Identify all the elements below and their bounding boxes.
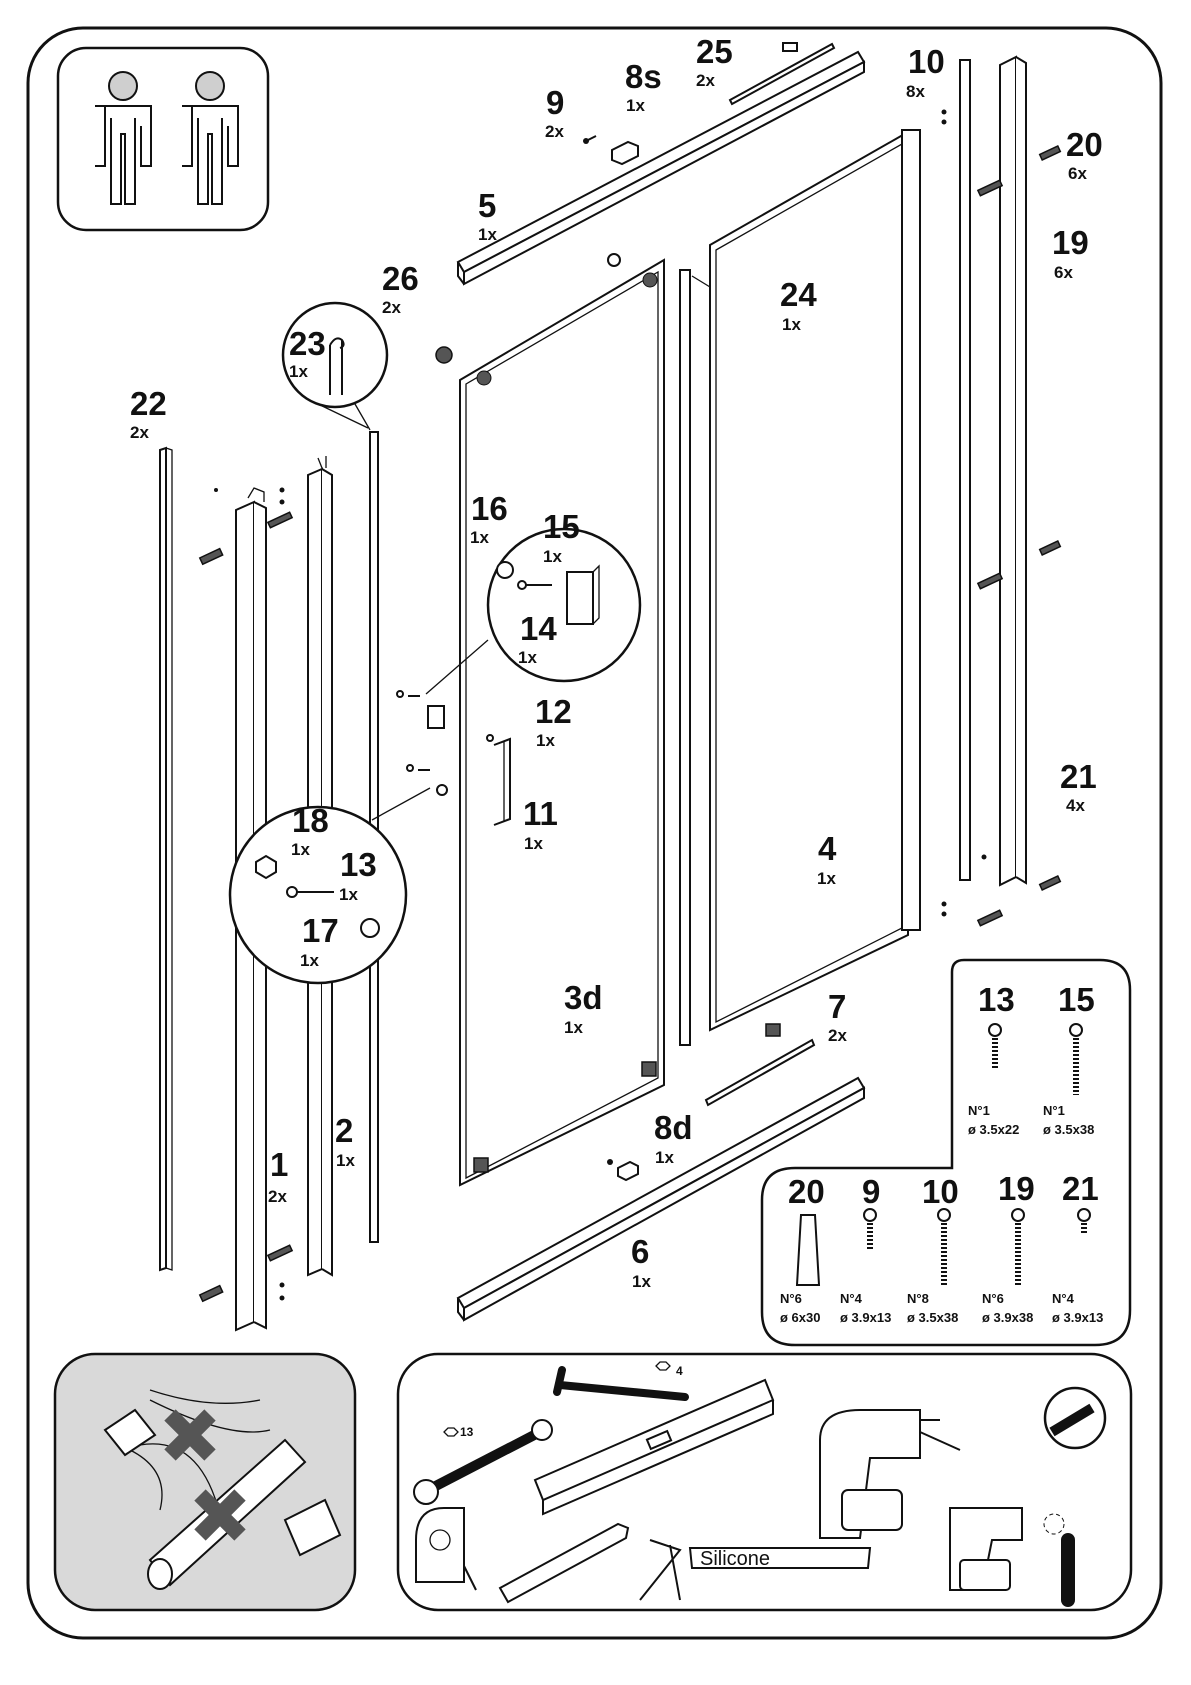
part-24-number: 24 xyxy=(780,276,817,313)
screw-13-number: 13 xyxy=(978,981,1015,1018)
silicone-label: Silicone xyxy=(700,1548,770,1570)
part-25-qty: 2x xyxy=(696,71,715,90)
part-15-number: 15 xyxy=(543,508,580,545)
screw-20-type: N°6 xyxy=(780,1291,802,1306)
part-6-number: 6 xyxy=(631,1233,649,1270)
part-8s-number: 8s xyxy=(625,58,662,95)
part-5-qty: 1x xyxy=(478,225,497,244)
part-7-number: 7 xyxy=(828,988,846,1025)
screw-19-size: ø 3.9x38 xyxy=(982,1310,1033,1325)
screw-19-number: 19 xyxy=(998,1170,1035,1207)
screw-9-number: 9 xyxy=(862,1173,880,1210)
part-17-qty: 1x xyxy=(300,951,319,970)
part-10-number: 10 xyxy=(908,43,945,80)
part-26-number: 26 xyxy=(382,260,419,297)
part-1-qty: 2x xyxy=(268,1187,287,1206)
part-8d-number: 8d xyxy=(654,1109,693,1146)
part-23-qty: 1x xyxy=(289,362,308,381)
part-6-qty: 1x xyxy=(632,1272,651,1291)
screw-20-size: ø 6x30 xyxy=(780,1310,820,1325)
part-11-qty: 1x xyxy=(524,834,543,853)
screw-13-type: N°1 xyxy=(968,1103,990,1118)
screw-19-type: N°6 xyxy=(982,1291,1004,1306)
part-12-number: 12 xyxy=(535,693,572,730)
part-11-number: 11 xyxy=(523,795,558,832)
screw-13-size: ø 3.5x22 xyxy=(968,1122,1019,1137)
part-1-number: 1 xyxy=(270,1146,288,1183)
part-13-number: 13 xyxy=(340,846,377,883)
part-17-number: 17 xyxy=(302,912,339,949)
two-person-icon xyxy=(58,48,268,230)
screw-21-number: 21 xyxy=(1062,1170,1099,1207)
part-5-number: 5 xyxy=(478,187,496,224)
part-9-qty: 2x xyxy=(545,122,564,141)
screw-15-type: N°1 xyxy=(1043,1103,1065,1118)
sliding-door-4 xyxy=(710,130,920,1036)
part-22-qty: 2x xyxy=(130,423,149,442)
part-3d-qty: 1x xyxy=(564,1018,583,1037)
part-2-qty: 1x xyxy=(336,1151,355,1170)
part-15-qty: 1x xyxy=(543,547,562,566)
part-19-number: 19 xyxy=(1052,224,1089,261)
part-18-number: 18 xyxy=(292,802,329,839)
part-4-number: 4 xyxy=(818,830,837,867)
part-24-qty: 1x xyxy=(782,315,801,334)
part-19-qty: 6x xyxy=(1054,263,1073,282)
part-14-number: 14 xyxy=(520,610,557,647)
part-21-number: 21 xyxy=(1060,758,1097,795)
wrench-size: 13 xyxy=(460,1425,474,1439)
part-25-number: 25 xyxy=(696,33,733,70)
hex-key-size: 4 xyxy=(676,1364,683,1378)
screw-21-size: ø 3.9x13 xyxy=(1052,1310,1103,1325)
part-20-number: 20 xyxy=(1066,126,1103,163)
part-7-qty: 2x xyxy=(828,1026,847,1045)
screw-9-type: N°4 xyxy=(840,1291,863,1306)
pipe-cable-warning-panel xyxy=(55,1354,355,1610)
part-14-qty: 1x xyxy=(518,648,537,667)
part-18-qty: 1x xyxy=(291,840,310,859)
screw-21-type: N°4 xyxy=(1052,1291,1075,1306)
screw-15-number: 15 xyxy=(1058,981,1095,1018)
tools-panel xyxy=(398,1354,1131,1610)
part-16-number: 16 xyxy=(471,490,508,527)
screw-10-type: N°8 xyxy=(907,1291,929,1306)
part-26-qty: 2x xyxy=(382,298,401,317)
part-23-number: 23 xyxy=(289,325,326,362)
part-4-qty: 1x xyxy=(817,869,836,888)
part-3d-number: 3d xyxy=(564,979,603,1016)
part-21-qty: 4x xyxy=(1066,796,1085,815)
screw-10-size: ø 3.5x38 xyxy=(907,1310,958,1325)
part-2-number: 2 xyxy=(335,1112,353,1149)
seal-24 xyxy=(680,270,690,1045)
screw-20-number: 20 xyxy=(788,1173,825,1210)
part-22-number: 22 xyxy=(130,385,167,422)
part-8s-qty: 1x xyxy=(626,96,645,115)
part-16-qty: 1x xyxy=(470,528,489,547)
screw-15-size: ø 3.5x38 xyxy=(1043,1122,1094,1137)
screw-9-size: ø 3.9x13 xyxy=(840,1310,891,1325)
screw-10-number: 10 xyxy=(922,1173,959,1210)
part-9-number: 9 xyxy=(546,84,564,121)
part-12-qty: 1x xyxy=(536,731,555,750)
part-10-qty: 8x xyxy=(906,82,925,101)
part-8d-qty: 1x xyxy=(655,1148,674,1167)
part-13-qty: 1x xyxy=(339,885,358,904)
part-20-qty: 6x xyxy=(1068,164,1087,183)
